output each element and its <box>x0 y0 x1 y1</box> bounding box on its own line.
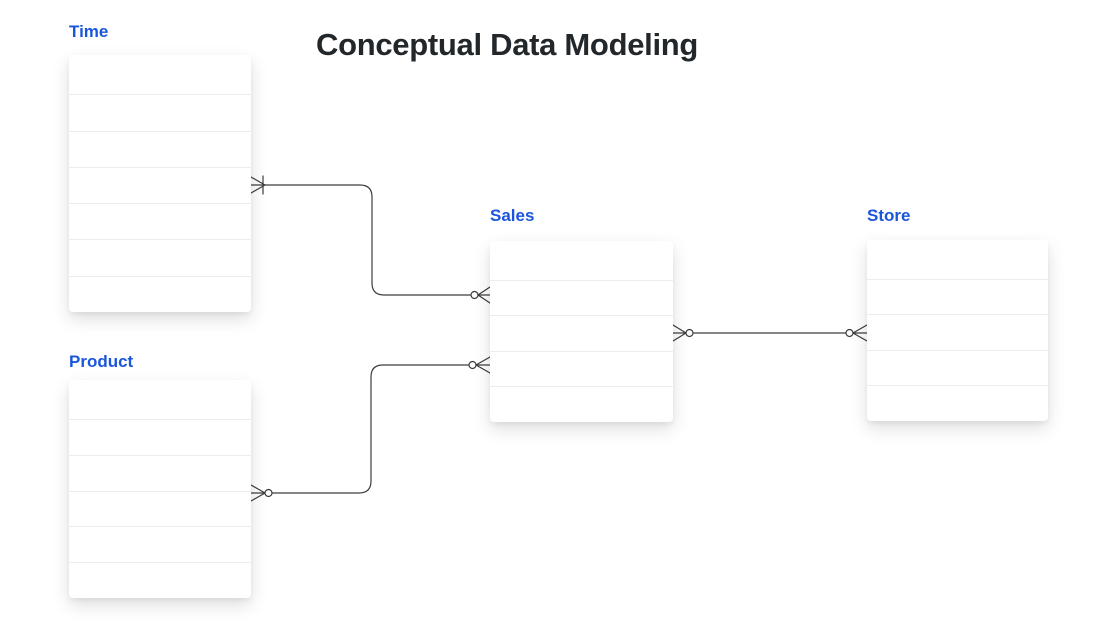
zero-cardinality-circle <box>264 488 273 498</box>
entity-row <box>490 241 673 280</box>
entity-time-card[interactable] <box>69 55 251 312</box>
crowfoot-many-store-end <box>852 324 868 342</box>
entity-row <box>69 526 251 562</box>
entity-row <box>69 490 251 527</box>
entity-row <box>69 166 251 203</box>
entity-row <box>490 279 673 316</box>
crowfoot-many-product-end <box>250 484 266 502</box>
crowfoot-many-sales-end <box>672 324 687 342</box>
entity-store-label: Store <box>867 206 911 225</box>
entity-time[interactable]: Time <box>69 22 251 312</box>
entity-row <box>867 385 1048 421</box>
connector-line <box>271 364 470 494</box>
entity-row <box>69 454 251 491</box>
zero-cardinality-circle <box>845 328 854 338</box>
entity-row <box>69 562 251 598</box>
entity-row <box>867 314 1048 350</box>
entity-row <box>490 350 673 387</box>
connector-line <box>264 184 472 296</box>
entity-store[interactable]: Store <box>867 206 1048 421</box>
crowfoot-many-sales-end <box>475 356 491 374</box>
entity-store-card[interactable] <box>867 240 1048 421</box>
entity-sales[interactable]: Sales <box>490 206 673 422</box>
relationship-time-sales[interactable] <box>250 175 491 304</box>
entity-row <box>69 55 251 94</box>
entity-sales-card[interactable] <box>490 241 673 422</box>
entity-row <box>69 380 251 419</box>
entity-row <box>69 275 251 312</box>
entity-row <box>69 418 251 455</box>
zero-cardinality-circle <box>468 360 477 370</box>
entity-product-card[interactable] <box>69 380 251 598</box>
zero-cardinality-circle <box>685 328 694 338</box>
entity-row <box>69 94 251 130</box>
entity-row <box>69 239 251 275</box>
diagram-title: Conceptual Data Modeling <box>316 27 699 62</box>
entity-product[interactable]: Product <box>69 352 251 598</box>
entity-sales-label: Sales <box>490 206 535 225</box>
entity-row <box>490 386 673 422</box>
entity-row <box>867 278 1048 315</box>
entity-row <box>490 315 673 351</box>
entity-product-label: Product <box>69 352 134 371</box>
relationship-product-sales[interactable] <box>250 356 491 502</box>
zero-cardinality-circle <box>470 290 479 300</box>
crowfoot-many-bar-time-end <box>250 175 266 195</box>
entity-row <box>867 349 1048 386</box>
entity-row <box>867 240 1048 279</box>
relationship-sales-store[interactable] <box>672 324 868 342</box>
entity-row <box>69 203 251 239</box>
entity-row <box>69 130 251 167</box>
entity-time-label: Time <box>69 22 109 41</box>
crowfoot-many-sales-end <box>477 286 491 304</box>
